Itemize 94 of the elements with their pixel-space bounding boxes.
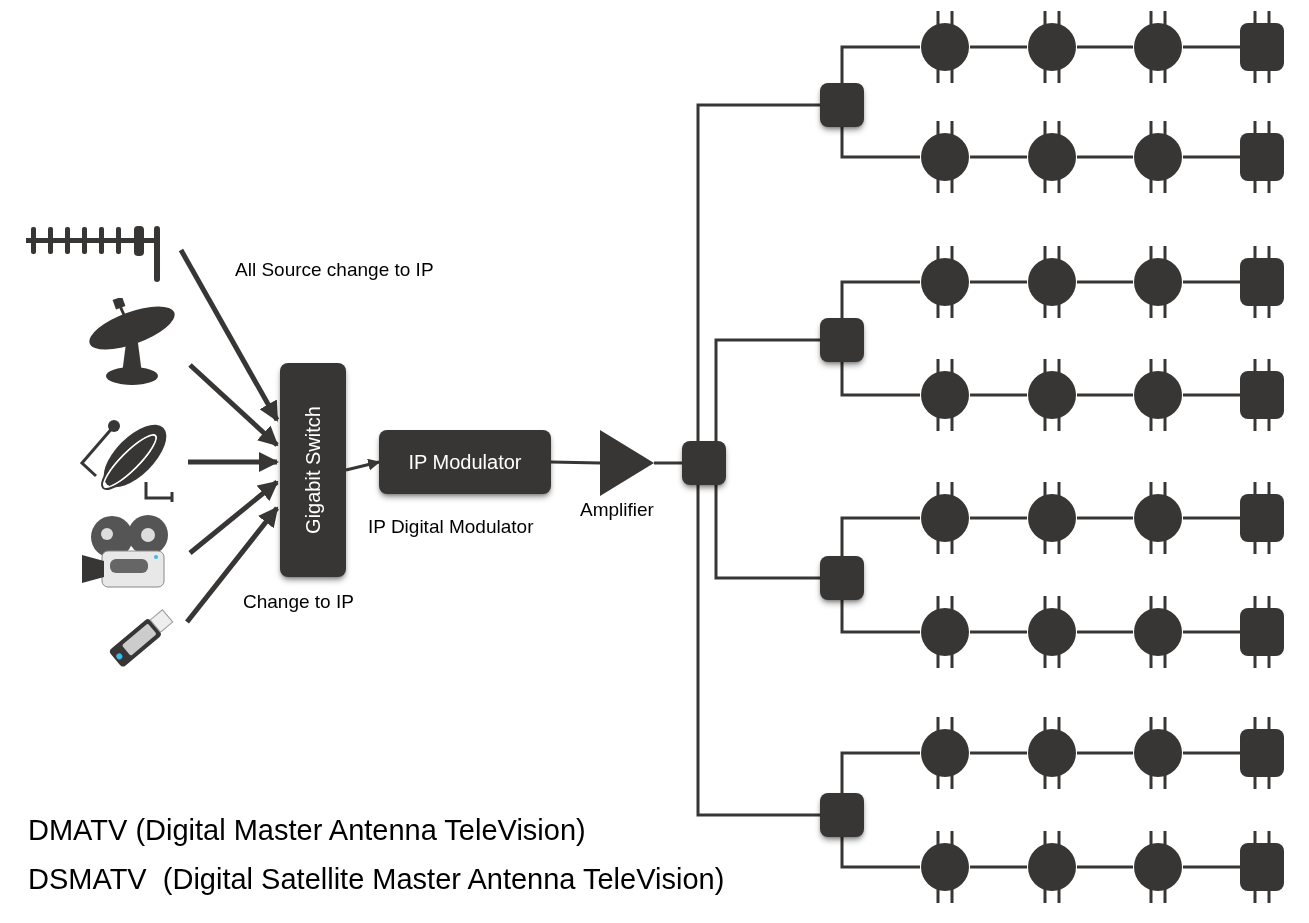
- tap-outlet-circle: [920, 596, 970, 668]
- cable-line: [1183, 865, 1240, 869]
- tap-outlet-circle: [1027, 596, 1077, 668]
- cable-line: [654, 461, 682, 465]
- cable-line: [696, 103, 820, 441]
- end-outlet-box: [1240, 596, 1284, 668]
- tap-outlet-circle: [920, 11, 970, 83]
- cable-line: [970, 865, 1027, 869]
- cable-line: [970, 155, 1027, 159]
- tap-outlet-circle: [1133, 596, 1183, 668]
- modulator-label: IP Modulator: [408, 450, 522, 475]
- splitter-box: [820, 556, 864, 600]
- cable-line: [1077, 45, 1133, 49]
- tap-outlet-circle: [1133, 359, 1183, 431]
- tap-outlet-circle: [920, 831, 970, 903]
- tap-outlet-circle: [1027, 11, 1077, 83]
- tap-outlet-circle: [1133, 246, 1183, 318]
- tap-outlet-circle: [920, 717, 970, 789]
- cable-line: [1077, 865, 1133, 869]
- cable-line: [970, 393, 1027, 397]
- title-text: DSMATV (Digital Satellite Master Antenna TeleVision): [28, 862, 725, 897]
- splitter-box: [820, 83, 864, 127]
- cable-line: [1183, 393, 1240, 397]
- cable-line: [840, 516, 920, 556]
- arrow: [188, 363, 279, 447]
- cable-line: [840, 751, 920, 793]
- caption-text: Amplifier: [580, 498, 654, 522]
- note-text: All Source change to IP: [235, 258, 434, 282]
- title-text: DMATV (Digital Master Antenna TeleVision): [28, 813, 586, 848]
- cable-line: [1077, 751, 1133, 755]
- cable-line: [1077, 393, 1133, 397]
- tap-outlet-circle: [1133, 121, 1183, 193]
- cable-line: [840, 837, 920, 869]
- cable-line: [970, 280, 1027, 284]
- tap-outlet-circle: [1027, 831, 1077, 903]
- satellite-dish-icon: [80, 418, 176, 502]
- cable-line: [696, 485, 820, 817]
- tap-outlet-circle: [1133, 717, 1183, 789]
- arrow: [345, 458, 381, 472]
- splitter-box: [820, 318, 864, 362]
- modulator-box: [379, 430, 551, 494]
- end-outlet-box: [1240, 11, 1284, 83]
- tap-outlet-circle: [1027, 121, 1077, 193]
- cable-line: [840, 280, 920, 318]
- cable-line: [970, 751, 1027, 755]
- end-outlet-box: [1240, 121, 1284, 193]
- cable-line: [840, 127, 920, 159]
- cable-line: [840, 362, 920, 397]
- cable-line: [1077, 516, 1133, 520]
- switch-label: Gigabit Switch: [301, 406, 325, 534]
- tap-outlet-circle: [920, 121, 970, 193]
- arrow: [185, 506, 279, 624]
- splitter-box: [682, 441, 726, 485]
- cable-line: [1183, 280, 1240, 284]
- end-outlet-box: [1240, 359, 1284, 431]
- tap-outlet-circle: [920, 246, 970, 318]
- cable-line: [1183, 155, 1240, 159]
- splitter-box: [820, 793, 864, 837]
- end-outlet-box: [1240, 246, 1284, 318]
- caption-text: IP Digital Modulator: [368, 515, 534, 539]
- tap-outlet-circle: [920, 482, 970, 554]
- cable-line: [1183, 516, 1240, 520]
- arrow: [178, 248, 280, 422]
- tap-outlet-circle: [1027, 482, 1077, 554]
- tap-outlet-circle: [920, 359, 970, 431]
- cable-line: [714, 338, 820, 441]
- end-outlet-box: [1240, 482, 1284, 554]
- end-outlet-box: [1240, 831, 1284, 903]
- tap-outlet-circle: [1027, 717, 1077, 789]
- cable-line: [1183, 751, 1240, 755]
- cable-line: [840, 45, 920, 83]
- satellite-dish-icon: [86, 298, 178, 386]
- switch-box: [280, 363, 346, 577]
- end-outlet-box: [1240, 717, 1284, 789]
- cable-line: [970, 630, 1027, 634]
- cable-line: [1077, 155, 1133, 159]
- cable-line: [1183, 630, 1240, 634]
- cable-line: [840, 600, 920, 634]
- tap-outlet-circle: [1133, 482, 1183, 554]
- cable-line: [1077, 280, 1133, 284]
- tap-outlet-circle: [1027, 359, 1077, 431]
- cable-line: [970, 45, 1027, 49]
- tap-outlet-circle: [1133, 11, 1183, 83]
- cable-line: [714, 485, 820, 580]
- amplifier-triangle: [600, 430, 654, 496]
- cable-line: [970, 516, 1027, 520]
- cable-line: [1183, 45, 1240, 49]
- arrow: [188, 452, 279, 472]
- cable-line: [1077, 630, 1133, 634]
- cable-line: [550, 460, 601, 465]
- tap-outlet-circle: [1027, 246, 1077, 318]
- caption-text: Change to IP: [243, 590, 354, 614]
- arrow: [188, 480, 279, 555]
- tap-outlet-circle: [1133, 831, 1183, 903]
